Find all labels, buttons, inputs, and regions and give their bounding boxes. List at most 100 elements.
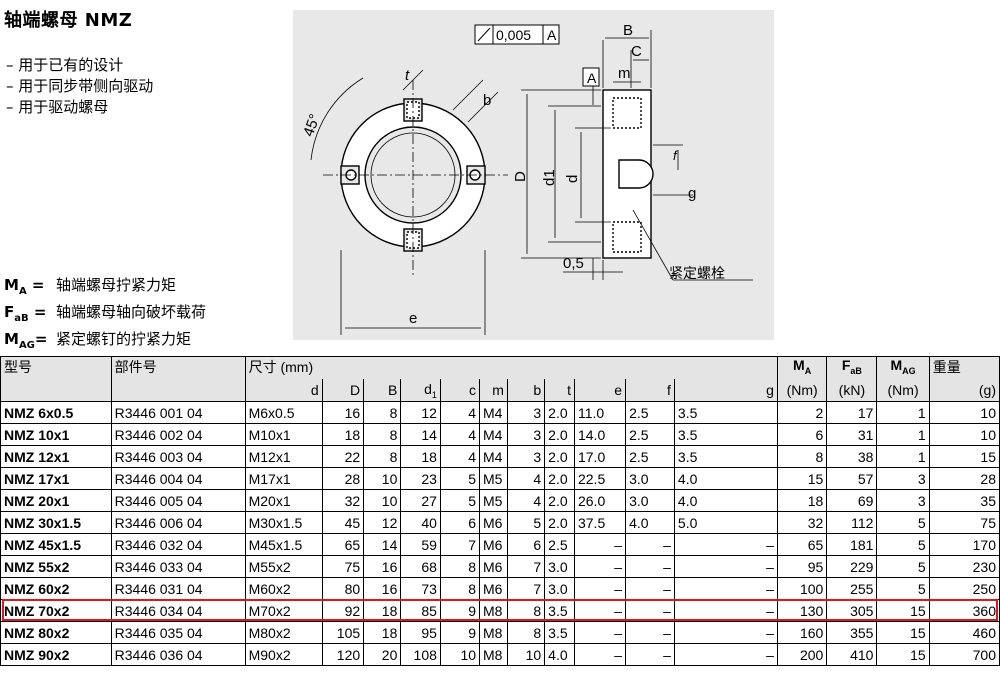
table-cell: NMZ 17x1 bbox=[0, 467, 112, 490]
table-cell: 1 bbox=[876, 445, 930, 468]
table-cell: 75 bbox=[928, 511, 1000, 534]
table-cell: 12 bbox=[363, 511, 402, 534]
table-cell: 8 bbox=[506, 599, 546, 622]
table-cell: NMZ 55x2 bbox=[0, 555, 112, 578]
legend-item: MAG=紧定螺钉的拧紧力矩 bbox=[4, 330, 192, 351]
table-cell: 15 bbox=[876, 621, 930, 644]
table-cell: 5 bbox=[876, 577, 930, 600]
table-cell: 37.5 bbox=[573, 511, 627, 534]
table-cell: NMZ 90x2 bbox=[0, 643, 112, 666]
table-cell: 5 bbox=[439, 489, 481, 512]
table-cell: 20 bbox=[363, 643, 402, 666]
table-cell: NMZ 80x2 bbox=[0, 621, 112, 644]
table-cell: 8 bbox=[506, 621, 546, 644]
symbol-legend: MA =轴端螺母拧紧力矩 FaB =轴端螺母轴向破坏载荷 MAG=紧定螺钉的拧紧… bbox=[4, 275, 206, 356]
table-cell: R3446 004 04 bbox=[110, 467, 246, 490]
table-cell: – bbox=[573, 533, 627, 556]
table-cell: 7 bbox=[506, 555, 546, 578]
table-cell: 22.5 bbox=[573, 467, 627, 490]
table-cell: 9 bbox=[439, 621, 481, 644]
table-cell: – bbox=[673, 599, 778, 622]
nut-side-view bbox=[602, 89, 654, 259]
table-cell: M6 bbox=[479, 511, 508, 534]
col-c: c bbox=[439, 379, 481, 402]
table-cell: – bbox=[625, 599, 675, 622]
col-b: b bbox=[506, 379, 546, 402]
table-cell: 2.0 bbox=[544, 401, 575, 424]
table-cell: 6 bbox=[439, 511, 481, 534]
table-cell: R3446 032 04 bbox=[110, 533, 246, 556]
table-cell: 22 bbox=[321, 445, 365, 468]
table-cell: 3.5 bbox=[544, 599, 575, 622]
table-cell: 181 bbox=[826, 533, 878, 556]
table-cell: M4 bbox=[479, 445, 508, 468]
table-cell: 14 bbox=[400, 423, 441, 446]
table-cell: M5 bbox=[479, 467, 508, 490]
table-cell: 4.0 bbox=[625, 511, 675, 534]
table-cell: 105 bbox=[321, 621, 365, 644]
table-cell: 100 bbox=[776, 577, 828, 600]
table-cell: 32 bbox=[321, 489, 365, 512]
table-cell: 10 bbox=[439, 643, 481, 666]
table-cell: 26.0 bbox=[573, 489, 627, 512]
table-cell: 2.0 bbox=[544, 467, 575, 490]
table-cell: 2.5 bbox=[544, 533, 575, 556]
table-cell: 3 bbox=[876, 467, 930, 490]
table-cell: R3446 002 04 bbox=[110, 423, 246, 446]
table-cell: 10 bbox=[506, 643, 546, 666]
table-cell: 14 bbox=[363, 533, 402, 556]
table-cell: – bbox=[625, 555, 675, 578]
table-cell: NMZ 12x1 bbox=[0, 445, 112, 468]
table-cell: 5 bbox=[876, 555, 930, 578]
table-cell: 10 bbox=[928, 423, 1000, 446]
col-d1: d1 bbox=[400, 379, 441, 402]
table-cell: M45x1.5 bbox=[244, 533, 323, 556]
table-cell: 2.0 bbox=[544, 489, 575, 512]
table-cell: 5 bbox=[876, 511, 930, 534]
table-cell: M70x2 bbox=[244, 599, 323, 622]
dim-e-label: e bbox=[409, 310, 417, 327]
table-cell: 9 bbox=[439, 599, 481, 622]
table-cell: 3.0 bbox=[544, 555, 575, 578]
table-cell: 3.5 bbox=[673, 445, 778, 468]
dim-b-label: b bbox=[483, 92, 491, 109]
table-cell: M6 bbox=[479, 555, 508, 578]
table-cell: – bbox=[673, 555, 778, 578]
table-cell: – bbox=[573, 621, 627, 644]
table-cell: 2.5 bbox=[625, 423, 675, 446]
table-cell: 355 bbox=[826, 621, 878, 644]
table-cell: 3.5 bbox=[673, 423, 778, 446]
table-cell: 360 bbox=[928, 599, 1000, 622]
table-cell: 10 bbox=[928, 401, 1000, 424]
col-g: g bbox=[673, 379, 778, 402]
col-model: 型号 bbox=[0, 356, 112, 379]
table-cell: 73 bbox=[400, 577, 441, 600]
table-cell: 112 bbox=[826, 511, 878, 534]
col-e: e bbox=[573, 379, 627, 402]
table-cell: 35 bbox=[928, 489, 1000, 512]
dim-d1-label: d1 bbox=[541, 169, 558, 186]
tolerance-frame bbox=[474, 24, 560, 45]
col-D: D bbox=[321, 379, 365, 402]
table-cell: – bbox=[625, 643, 675, 666]
table-cell: – bbox=[673, 621, 778, 644]
table-cell: – bbox=[573, 577, 627, 600]
table-cell: 5.0 bbox=[673, 511, 778, 534]
table-cell: R3446 006 04 bbox=[110, 511, 246, 534]
table-cell: 92 bbox=[321, 599, 365, 622]
feature-item: 用于同步带侧向驱动 bbox=[6, 76, 153, 97]
table-cell: 3.5 bbox=[544, 621, 575, 644]
table-cell: M60x2 bbox=[244, 577, 323, 600]
table-cell: M12x1 bbox=[244, 445, 323, 468]
table-cell: 3 bbox=[876, 489, 930, 512]
table-cell: – bbox=[625, 533, 675, 556]
table-cell: 4 bbox=[439, 401, 481, 424]
table-cell: 14.0 bbox=[573, 423, 627, 446]
technical-drawing: 45° b t e 0,005 A bbox=[293, 10, 774, 340]
table-cell: 3.0 bbox=[625, 489, 675, 512]
